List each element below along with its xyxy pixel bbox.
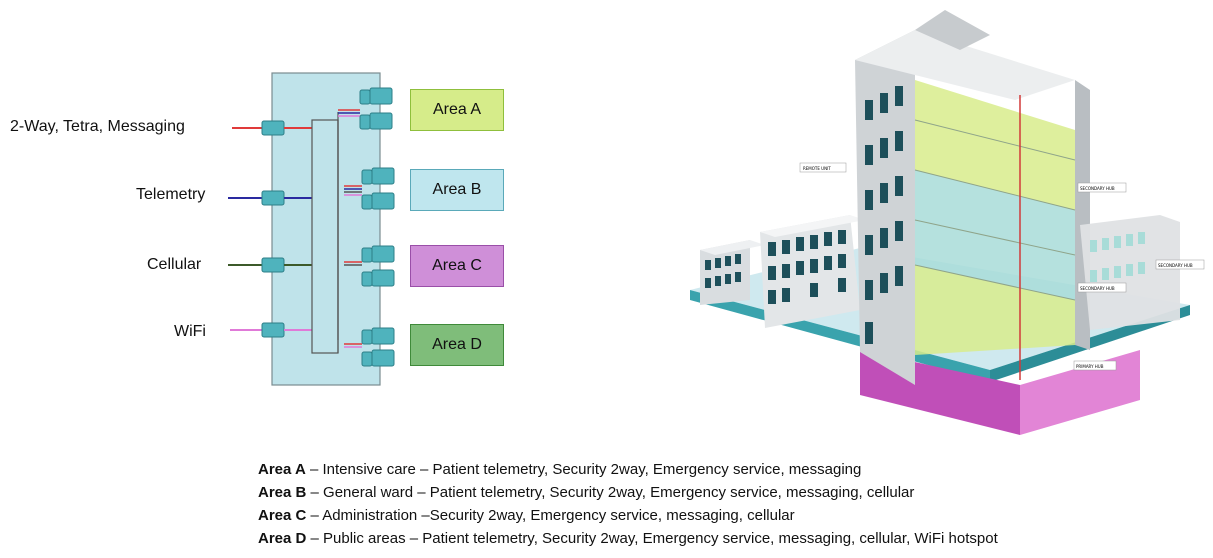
input-label-telemetry: Telemetry bbox=[136, 186, 206, 203]
legend-row-d: Area D – Public areas – Patient telemetr… bbox=[258, 530, 998, 547]
remote-unit-label: REMOTE UNIT bbox=[803, 166, 831, 171]
das-schematic bbox=[228, 72, 395, 386]
area-a-label: Area A bbox=[432, 101, 482, 118]
primary-hub-label: PRIMARY HUB bbox=[1076, 364, 1104, 369]
output-modules-c bbox=[361, 245, 395, 287]
input-label-wifi: WiFi bbox=[174, 323, 206, 340]
input-module-3 bbox=[261, 257, 285, 273]
tower-windows bbox=[865, 86, 903, 344]
input-module-2 bbox=[261, 190, 285, 206]
output-modules-d bbox=[361, 327, 395, 367]
output-modules-b bbox=[361, 167, 395, 210]
area-legend: Area A – Intensive care – Patient teleme… bbox=[258, 458, 998, 550]
mid-building-windows bbox=[768, 230, 846, 304]
output-modules-a bbox=[359, 87, 393, 130]
area-box-c: Area C bbox=[410, 245, 504, 287]
floor-lines bbox=[914, 119, 1076, 301]
area-d-label: Area D bbox=[432, 336, 482, 353]
input-module-4 bbox=[261, 322, 285, 338]
hospital-building-illustration: REMOTE UNIT SECONDARY HUB SECONDARY HUB … bbox=[690, 10, 1205, 435]
area-box-d: Area D bbox=[410, 324, 504, 366]
cutaway-lower-floors bbox=[915, 265, 1075, 355]
secondary-hub-label-1: SECONDARY HUB bbox=[1080, 186, 1115, 191]
secondary-hub-label-2: SECONDARY HUB bbox=[1080, 286, 1115, 291]
left-building-windows bbox=[705, 254, 741, 288]
input-label-cellular: Cellular bbox=[147, 256, 202, 273]
area-c-label: Area C bbox=[432, 257, 482, 274]
input-label-two-way: 2-Way, Tetra, Messaging bbox=[10, 118, 185, 135]
area-box-b: Area B bbox=[410, 169, 504, 211]
area-box-a: Area A bbox=[410, 89, 504, 131]
output-bundle-c bbox=[344, 261, 362, 266]
input-module-1 bbox=[261, 120, 285, 136]
output-bundle-b bbox=[344, 185, 362, 196]
legend-row-a: Area A – Intensive care – Patient teleme… bbox=[258, 461, 862, 478]
legend-row-c: Area C – Administration –Security 2way, … bbox=[258, 507, 795, 524]
legend-row-b: Area B – General ward – Patient telemetr… bbox=[258, 484, 915, 501]
area-b-label: Area B bbox=[432, 181, 482, 198]
secondary-hub-label-3: SECONDARY HUB bbox=[1158, 263, 1193, 268]
cutaway-upper-floors bbox=[915, 80, 1075, 210]
output-bundle-d bbox=[344, 343, 362, 348]
right-building-windows bbox=[1090, 232, 1145, 282]
main-tower bbox=[855, 30, 915, 385]
output-bundle-a bbox=[338, 109, 360, 117]
cutaway-mid-floors bbox=[915, 170, 1075, 300]
